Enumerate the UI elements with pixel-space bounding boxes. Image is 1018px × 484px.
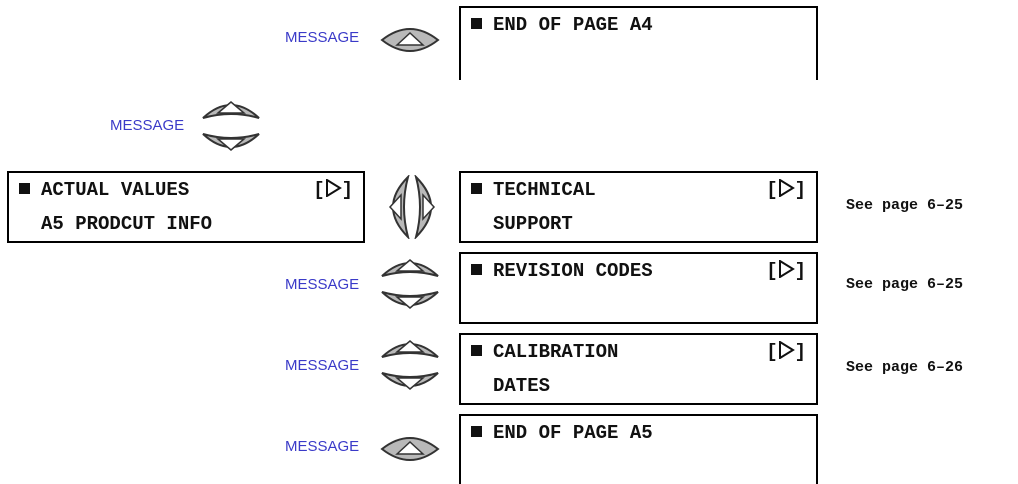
display-more-indicator: []: [313, 179, 353, 201]
bullet-square-icon: [471, 18, 482, 29]
display-more-indicator: []: [766, 179, 806, 201]
display-line1: TECHNICAL: [493, 179, 596, 201]
right-triangle-icon: [325, 179, 342, 197]
display-line1: REVISION CODES: [493, 260, 653, 282]
page-reference: See page 6–25: [846, 276, 964, 293]
page-reference: See page 6–26: [846, 359, 964, 376]
page-reference: See page 6–25: [846, 197, 964, 214]
message-label: MESSAGE: [110, 117, 185, 134]
display-line2: SUPPORT: [493, 213, 573, 235]
display-more-indicator: []: [766, 341, 806, 363]
message-label: MESSAGE: [285, 357, 360, 374]
message-label: MESSAGE: [285, 29, 360, 46]
message-label: MESSAGE: [285, 438, 360, 455]
display-end-page-a4: END OF PAGE A4: [459, 6, 818, 80]
display-line2: A5 PRODCUT INFO: [41, 213, 213, 235]
message-up-down-icon[interactable]: [201, 96, 261, 156]
page-left-right-icon[interactable]: [380, 175, 444, 239]
display-line1: END OF PAGE A4: [493, 14, 653, 36]
message-up-down-icon[interactable]: [380, 254, 440, 314]
display-actual-values-a5: ACTUAL VALUES [] A5 PRODCUT INFO: [7, 171, 365, 243]
display-calibration-dates: CALIBRATION [] DATES: [459, 333, 818, 405]
message-label: MESSAGE: [285, 276, 360, 293]
message-up-down-icon[interactable]: [380, 335, 440, 395]
bullet-square-icon: [471, 183, 482, 194]
display-technical-support: TECHNICAL [] SUPPORT: [459, 171, 818, 243]
bullet-square-icon: [471, 426, 482, 437]
display-line1: END OF PAGE A5: [493, 422, 653, 444]
right-triangle-icon: [778, 341, 795, 359]
message-up-icon[interactable]: [380, 434, 440, 464]
display-line2: DATES: [493, 375, 551, 397]
right-triangle-icon: [778, 179, 795, 197]
bullet-square-icon: [471, 264, 482, 275]
message-up-icon[interactable]: [380, 25, 440, 55]
bullet-square-icon: [19, 183, 30, 194]
right-triangle-icon: [778, 260, 795, 278]
display-line1: ACTUAL VALUES: [41, 179, 190, 201]
display-more-indicator: []: [766, 260, 806, 282]
bullet-square-icon: [471, 345, 482, 356]
display-end-page-a5: END OF PAGE A5: [459, 414, 818, 484]
display-line1: CALIBRATION: [493, 341, 619, 363]
display-revision-codes: REVISION CODES []: [459, 252, 818, 324]
